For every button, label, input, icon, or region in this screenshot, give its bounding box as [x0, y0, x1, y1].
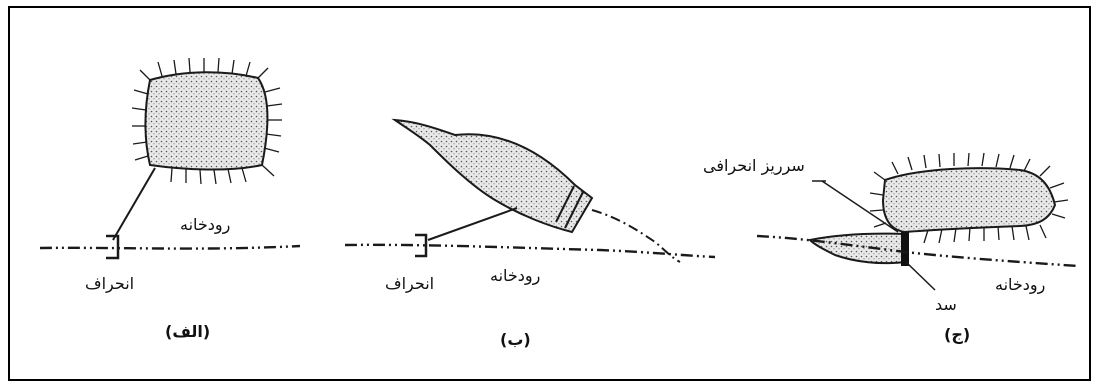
panel-b-dam-line-2 — [564, 191, 584, 229]
panel-c-reservoir-hachures — [869, 152, 1069, 244]
panel-a-diversion-label: انحراف — [85, 274, 135, 293]
panel-b-dam-line-1 — [555, 185, 575, 223]
panel-c-river-label: رودخانه — [995, 275, 1046, 294]
panel-a-caption: (الف) — [165, 322, 211, 341]
panel-c-spillway-label: سرریز انحرافی — [703, 156, 805, 175]
panel-c-dam — [901, 232, 909, 266]
panel-a — [39, 57, 301, 260]
panel-c-dam-label: سد — [935, 295, 957, 314]
panel-c-reservoir — [881, 167, 1057, 234]
panel-c-river — [756, 234, 1079, 268]
panel-b-diversion-label: انحراف — [385, 274, 435, 293]
panel-a-reservoir-hachures — [131, 57, 283, 185]
panel-c — [756, 152, 1079, 291]
panel-a-river — [39, 244, 301, 250]
panel-a-reservoir — [144, 71, 269, 171]
panel-a-conduit — [112, 167, 156, 241]
panel-c-downstream-pool — [807, 232, 908, 265]
outer-frame — [8, 6, 1091, 381]
panel-b-river-label: رودخانه — [490, 266, 541, 285]
panel-a-river-label: رودخانه — [180, 215, 231, 234]
panel-c-dam-leader — [905, 261, 936, 291]
panel-b-downstream-channel — [591, 209, 681, 263]
panel-b-caption: (ب) — [500, 330, 531, 349]
panel-c-spillway-leader — [821, 180, 899, 233]
panel-b-diversion-structure — [415, 233, 428, 258]
panel-b — [344, 118, 716, 263]
panel-b-conduit — [427, 207, 518, 241]
panel-b-river — [344, 243, 716, 259]
panel-c-caption: (ج) — [944, 325, 971, 344]
panel-b-reservoir — [391, 118, 594, 234]
